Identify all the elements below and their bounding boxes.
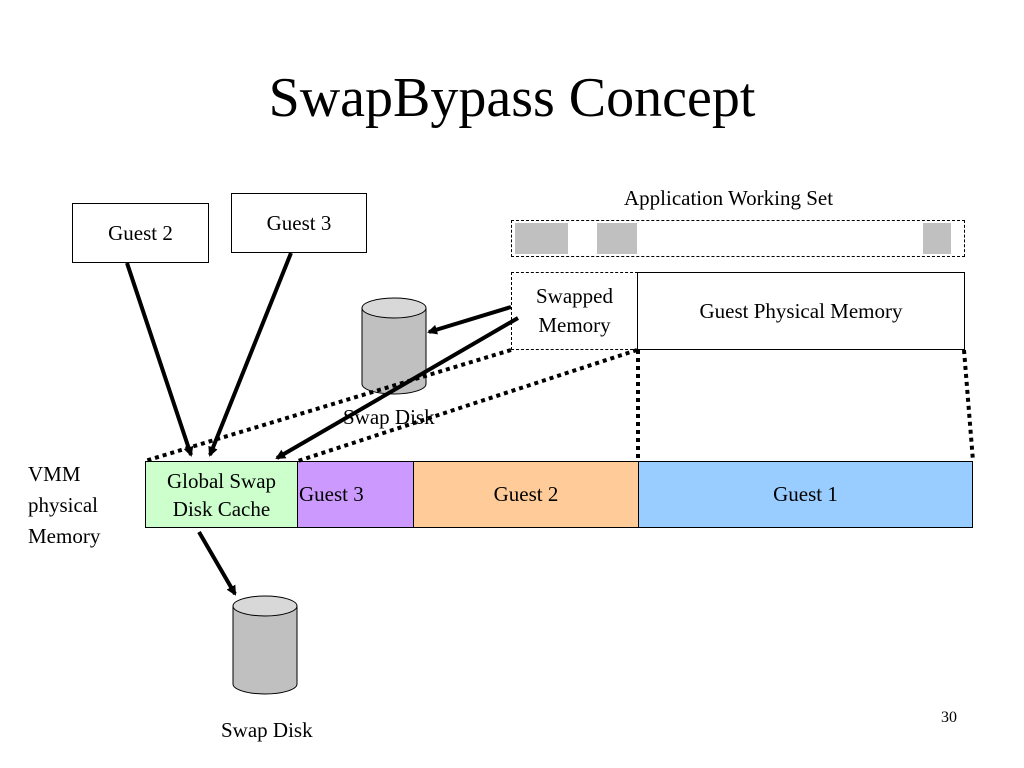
upper-swap-disk-label: Swap Disk (343, 405, 435, 429)
vmm-label-line1: VMM (28, 462, 81, 486)
arrow-guest3-to-cache (208, 252, 293, 457)
upper-swap-disk-icon (361, 297, 427, 395)
swapped-memory-line2: Memory (538, 313, 611, 337)
guest-3-label: Guest 3 (266, 210, 332, 235)
lower-swap-disk-icon (232, 595, 298, 695)
arrow-swapped-to-disk (427, 305, 512, 335)
guest-physical-memory-box: Guest Physical Memory (637, 272, 965, 350)
global-swap-disk-cache: Global Swap Disk Cache (145, 461, 298, 528)
vmm-segment-guest1-label: Guest 1 (773, 482, 838, 506)
working-set-bar (511, 220, 965, 257)
guest-3-box: Guest 3 (231, 193, 367, 253)
working-set-block (597, 223, 637, 254)
arrow-cache-to-disk (197, 530, 237, 596)
guest-2-label: Guest 2 (108, 220, 173, 245)
dotted-connector (144, 348, 512, 463)
working-set-block (923, 223, 951, 254)
guest-physical-memory-label: Guest Physical Memory (699, 298, 903, 323)
cache-label-line1: Global Swap (166, 468, 277, 493)
vmm-physical-memory-label: VMM physical Memory (28, 459, 100, 552)
dotted-connector (297, 348, 638, 463)
page-number: 30 (941, 709, 957, 726)
vmm-segment-guest3-label: Guest 3 (299, 482, 364, 506)
vmm-segment-guest2: Guest 2 (413, 461, 639, 528)
vmm-segment-guest2-label: Guest 2 (493, 482, 559, 506)
swapped-memory-box: Swapped Memory (511, 272, 638, 350)
swapped-memory-line1: Swapped (536, 284, 613, 308)
working-set-label: Application Working Set (624, 186, 834, 210)
vmm-label-line2: physical (28, 493, 98, 517)
working-set-block (515, 223, 568, 254)
lower-swap-disk-label: Swap Disk (221, 718, 313, 742)
vmm-label-line3: Memory (28, 524, 101, 548)
guest-2-box: Guest 2 (72, 203, 209, 263)
arrow-guest2-to-cache (125, 262, 194, 457)
arrow-swapped-to-cache (275, 316, 520, 460)
cache-label-line2: Disk Cache (172, 496, 271, 521)
dotted-connector (962, 349, 975, 462)
slide-title: SwapBypass Concept (268, 67, 756, 129)
